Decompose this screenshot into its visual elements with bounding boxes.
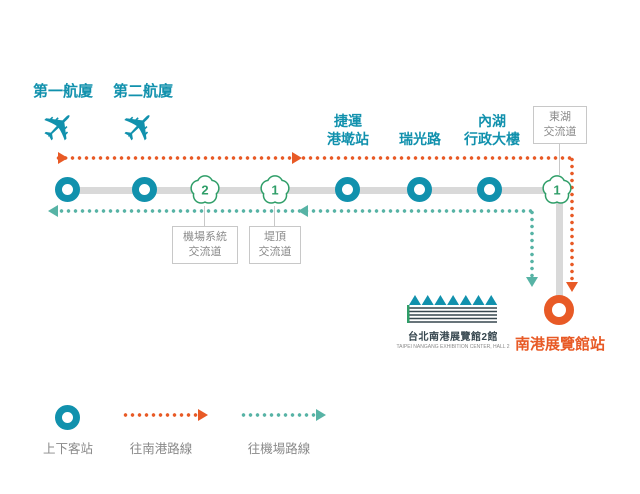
interchange-number: 2 xyxy=(201,183,208,198)
main-route-line-vertical xyxy=(556,187,563,303)
nangang-route-line xyxy=(55,156,573,160)
exhibition-hall-icon xyxy=(407,295,498,323)
station-marker-terminal1 xyxy=(55,177,80,202)
main-route-line xyxy=(66,187,562,194)
terminus-label: 南港展覽館站 xyxy=(514,336,605,353)
venue-name-zh: 台北南港展覽館2館 xyxy=(407,332,499,343)
interchange-marker-donghu: 1 xyxy=(542,175,572,204)
terminal-2-label: 第二航廈 xyxy=(112,83,173,100)
terminal-1-label: 第一航廈 xyxy=(32,83,93,100)
station-marker-nangang xyxy=(544,295,574,325)
station-marker-neihu xyxy=(477,177,502,202)
legend-airport-label: 往機場路線 xyxy=(247,442,311,456)
arrow-right-icon xyxy=(316,409,326,421)
station-marker-terminal2 xyxy=(132,177,157,202)
legend-airport-line xyxy=(240,413,318,417)
interchange-label-airport-system: 機場系統 交流道 xyxy=(172,226,238,264)
legend-nangang-label: 往南港路線 xyxy=(129,442,193,456)
stop-label-neihu: 內湖 行政大樓 xyxy=(464,113,520,148)
airport-route-line xyxy=(58,209,534,213)
station-marker-gangqian xyxy=(335,177,360,202)
legend-station-label: 上下客站 xyxy=(42,442,93,456)
stop-label-ruiguang: 瑞光路 xyxy=(399,131,441,147)
station-marker-ruiguang xyxy=(407,177,432,202)
connector-line xyxy=(204,206,205,226)
interchange-number: 1 xyxy=(271,183,278,198)
arrow-right-icon xyxy=(198,409,208,421)
venue-name-en: TAIPEI NANGANG EXHIBITION CENTER, HALL 2 xyxy=(396,344,510,350)
arrow-left-icon xyxy=(48,205,58,217)
connector-line xyxy=(274,206,275,226)
interchange-label-tiding: 堤頂 交流道 xyxy=(249,226,301,264)
interchange-number: 1 xyxy=(553,183,560,198)
legend-station-marker xyxy=(55,405,80,430)
nangang-route-line-vertical xyxy=(570,156,574,284)
stop-label-gangqian: 捷運 港墘站 xyxy=(327,113,369,148)
airplane-icon: ✈ xyxy=(110,97,169,156)
airport-route-line-vertical xyxy=(530,209,534,279)
arrow-right-icon xyxy=(292,152,302,164)
interchange-label-donghu: 東湖 交流道 xyxy=(533,106,587,144)
arrow-down-icon xyxy=(566,282,578,292)
arrow-right-icon xyxy=(58,152,68,164)
airplane-icon: ✈ xyxy=(30,97,89,156)
arrow-left-icon xyxy=(298,205,308,217)
interchange-marker-1: 1 xyxy=(260,175,290,204)
interchange-marker-2: 2 xyxy=(190,175,220,204)
legend-nangang-line xyxy=(122,413,200,417)
venue-logo: 台北南港展覽館2館 TAIPEI NANGANG EXHIBITION CENT… xyxy=(396,292,510,350)
arrow-down-icon xyxy=(526,277,538,287)
connector-line xyxy=(559,144,560,175)
